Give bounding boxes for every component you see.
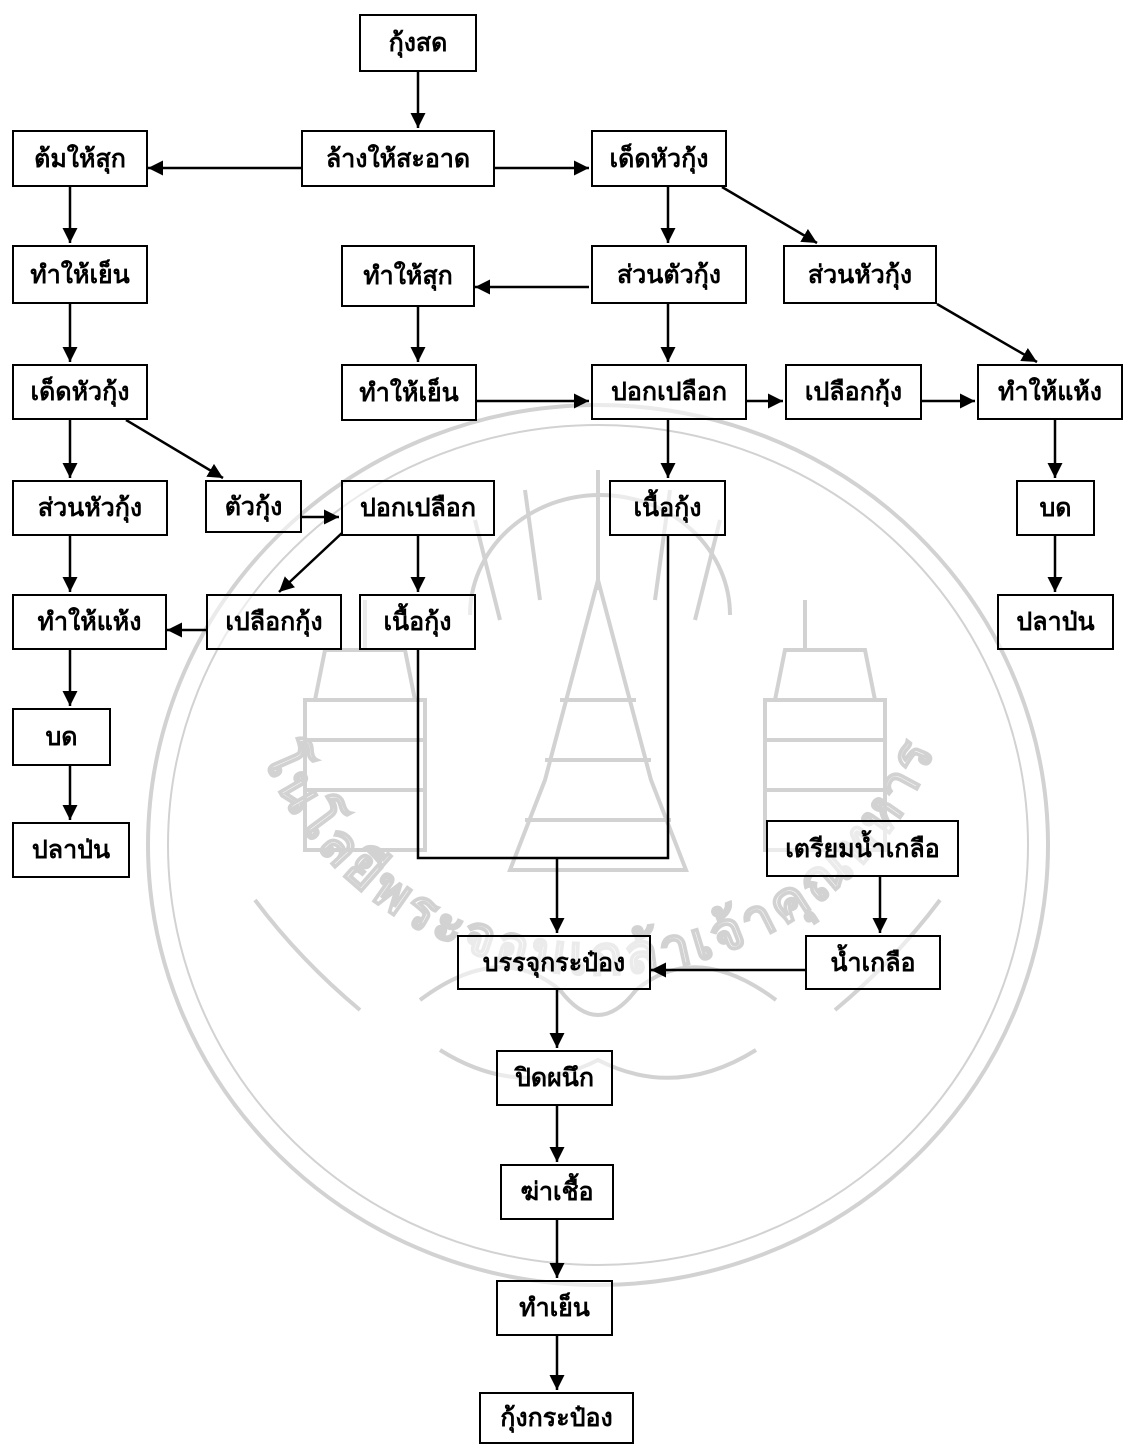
node-fish-meal-left: ปลาป่น [12,822,130,878]
node-head-part-right: ส่วนหัวกุ้ง [783,245,937,304]
line-meat-right-to-merge [557,536,670,860]
node-cool-mid: ทำให้เย็น [341,364,477,421]
arrow-dehead-to-head-part [721,185,818,245]
node-cool-left: ทำให้เย็น [12,245,148,304]
node-dehead-right: เด็ดหัวกุ้ง [591,130,727,187]
node-meat-right: เนื้อกุ้ง [609,480,726,536]
node-dry-left: ทำให้แห้ง [12,594,167,650]
arrow-head-part-to-dry [936,302,1038,364]
node-seal: ปิดผนึก [496,1050,613,1106]
node-brine: น้ำเกลือ [805,935,941,990]
node-head-part-left: ส่วนหัวกุ้ง [12,480,168,536]
node-cook: ทำให้สุก [341,245,475,307]
node-wash-clean: ล้างให้สะอาด [301,130,495,187]
node-peel-right: ปอกเปลือก [591,364,747,420]
node-fresh-shrimp: กุ้งสด [359,14,477,72]
node-fill-can: บรรจุกระป๋อง [457,935,651,990]
node-prep-brine: เตรียมน้ำเกลือ [766,820,959,877]
arrow-peel-to-shell [278,532,343,593]
node-shell-right: เปลือกกุ้ง [785,364,922,420]
node-peel-left: ปอกเปลือก [341,480,495,536]
node-fish-meal-right: ปลาป่น [997,594,1114,650]
node-boil: ต้มให้สุก [12,130,148,187]
node-sterilize: ฆ่าเชื้อ [500,1164,614,1220]
arrow-dehead-to-body [125,418,224,480]
node-cool-final: ทำเย็น [496,1280,613,1336]
node-grind-right: บด [1016,480,1095,536]
line-meat-left-to-merge [416,650,557,860]
node-meat-left: เนื้อกุ้ง [359,594,476,650]
node-grind-left: บด [12,708,111,766]
node-shell-left: เปลือกกุ้ง [206,594,342,650]
node-canned-shrimp: กุ้งกระป๋อง [479,1392,634,1444]
node-shrimp-body-left: ตัวกุ้ง [205,480,302,533]
node-dehead-left: เด็ดหัวกุ้ง [12,364,148,420]
node-dry-right: ทำให้แห้ง [977,364,1123,420]
node-body-part: ส่วนตัวกุ้ง [591,245,747,304]
